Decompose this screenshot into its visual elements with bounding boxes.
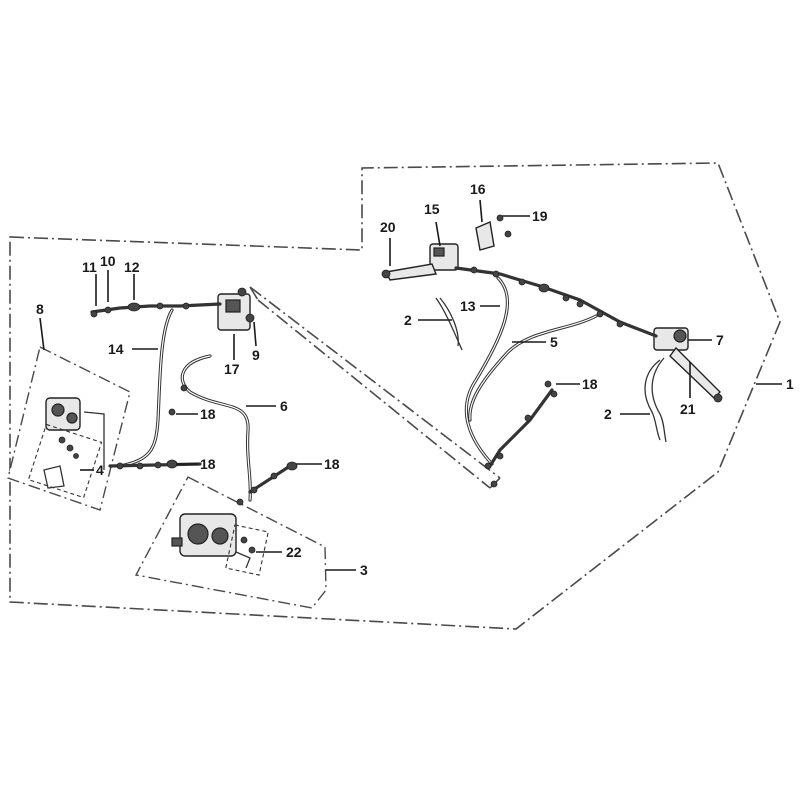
callout-6: 6 <box>280 398 288 414</box>
callout-11: 11 <box>82 259 97 275</box>
callout-1: 1 <box>786 376 794 392</box>
handlebar-guide-band <box>249 286 501 489</box>
callout-18-a: 18 <box>200 406 216 422</box>
right-hoses <box>454 266 658 468</box>
right-fittings <box>470 266 624 488</box>
callout-10: 10 <box>100 253 116 269</box>
callout-21: 21 <box>680 401 696 417</box>
assembly-boundary <box>9 162 781 630</box>
callout-16: 16 <box>470 181 486 197</box>
callout-15: 15 <box>424 201 440 217</box>
callout-22: 22 <box>286 544 302 560</box>
callout-2-left: 2 <box>404 312 412 328</box>
callout-12: 12 <box>124 259 140 275</box>
leader-lines <box>39 199 782 571</box>
front-master-cylinder <box>381 214 512 281</box>
callout-8: 8 <box>36 301 44 317</box>
callout-2-right: 2 <box>604 406 612 422</box>
rear-caliper-inset <box>7 345 131 511</box>
callout-18-d: 18 <box>582 376 598 392</box>
front-caliper-inset <box>134 476 327 609</box>
rear-master-cylinder <box>217 287 255 331</box>
callout-4: 4 <box>96 462 104 478</box>
callout-18-b: 18 <box>200 456 216 472</box>
brake-switch-wires <box>435 297 667 443</box>
callout-19: 19 <box>532 208 548 224</box>
callout-20: 20 <box>380 219 396 235</box>
callout-14: 14 <box>108 341 124 357</box>
callout-18-c: 18 <box>324 456 340 472</box>
callout-5: 5 <box>550 334 558 350</box>
callout-labels: 1 2 2 3 4 5 6 7 8 9 10 11 12 13 14 15 16… <box>36 181 794 578</box>
right-brake-lever <box>653 327 723 403</box>
callout-3: 3 <box>360 562 368 578</box>
callout-9: 9 <box>252 347 260 363</box>
callout-17: 17 <box>224 361 240 377</box>
callout-13: 13 <box>460 298 476 314</box>
left-fittings <box>90 302 298 506</box>
callout-7: 7 <box>716 332 724 348</box>
